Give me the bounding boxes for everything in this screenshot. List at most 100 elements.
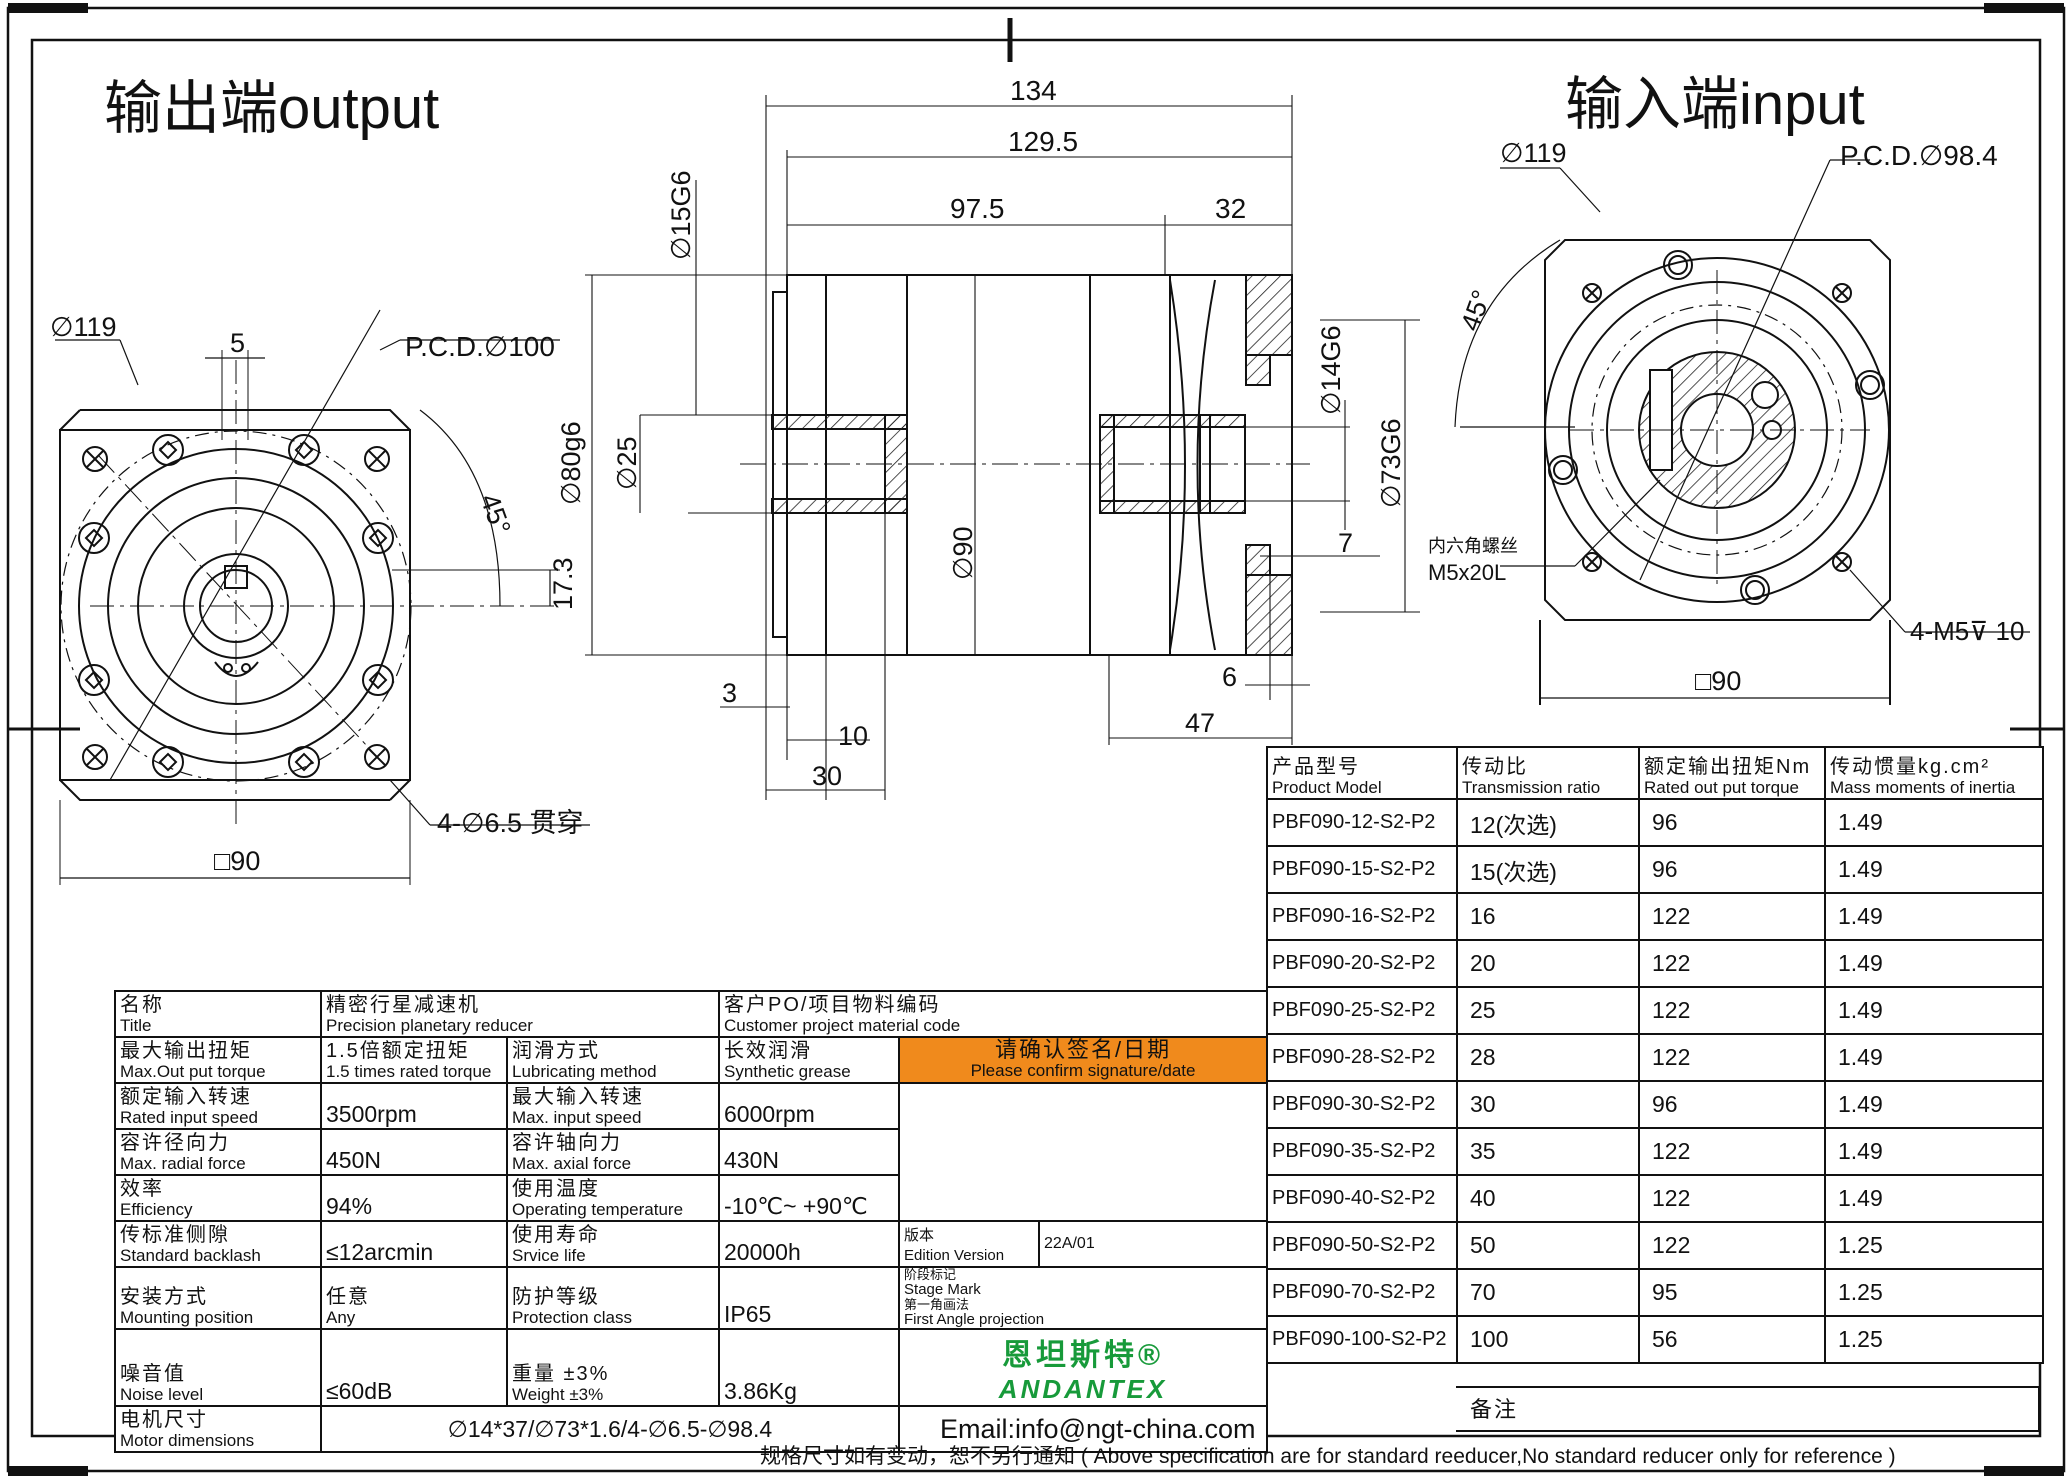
cell-inertia: 1.49	[1824, 845, 2044, 894]
output-key-width: 5	[230, 328, 245, 358]
dim-30: 30	[812, 761, 842, 791]
output-square: □90	[214, 846, 260, 876]
input-screw-spec: M5x20L	[1428, 560, 1506, 585]
cell-model: PBF090-50-S2-P2	[1266, 1221, 1458, 1270]
cell-model: PBF090-40-S2-P2	[1266, 1174, 1458, 1223]
cell-ratio: 28	[1456, 1033, 1640, 1082]
cell-inertia: 1.49	[1824, 1080, 2044, 1129]
cell-torque: 122	[1638, 1033, 1826, 1082]
signature-area	[898, 1082, 1269, 1222]
cell-model: PBF090-100-S2-P2	[1266, 1315, 1458, 1364]
output-dimensions: ∅119 5 P.C.D.∅100 45° 17.3 4-∅6.5 贯穿 □90	[50, 312, 584, 876]
cell-inertia: 1.49	[1824, 1174, 2044, 1223]
output-view	[55, 309, 590, 885]
input-pcd: P.C.D.∅98.4	[1840, 140, 1998, 171]
dim-3: 3	[722, 678, 737, 708]
output-dim-17-3: 17.3	[548, 557, 578, 610]
dim-phi15: ∅15G6	[666, 170, 696, 260]
input-square: □90	[1695, 666, 1741, 696]
dim-129-5: 129.5	[1008, 126, 1078, 157]
edition-value: 22A/01	[1038, 1220, 1269, 1268]
cell-model: PBF090-28-S2-P2	[1266, 1033, 1458, 1082]
output-view-title: 输出端output	[104, 76, 439, 141]
cell-inertia: 1.49	[1824, 1127, 2044, 1176]
cell-torque: 96	[1638, 845, 1826, 894]
input-view	[1454, 159, 2030, 705]
cell-inertia: 1.25	[1824, 1315, 2044, 1364]
cell-model: PBF090-35-S2-P2	[1266, 1127, 1458, 1176]
cell-model: PBF090-16-S2-P2	[1266, 892, 1458, 941]
dim-97-5: 97.5	[950, 193, 1005, 224]
company-logo: 恩坦斯特®ANDANTEX	[898, 1328, 1269, 1407]
cell-ratio: 25	[1456, 986, 1640, 1035]
cell-torque: 56	[1638, 1315, 1826, 1364]
dim-phi90: ∅90	[948, 526, 978, 580]
input-angle: 45°	[1455, 286, 1497, 335]
input-screw-cn: 内六角螺丝	[1428, 536, 1518, 556]
cell-model: PBF090-15-S2-P2	[1266, 845, 1458, 894]
remarks-cell: 备注	[1456, 1386, 2040, 1432]
cell-torque: 122	[1638, 1127, 1826, 1176]
input-phi119: ∅119	[1500, 138, 1567, 168]
cell-inertia: 1.25	[1824, 1221, 2044, 1270]
email[interactable]: Email:info@ngt-china.com	[898, 1405, 1269, 1453]
output-pcd: P.C.D.∅100	[405, 331, 555, 362]
cell-ratio: 100	[1456, 1315, 1640, 1364]
cell-ratio: 30	[1456, 1080, 1640, 1129]
cell-ratio: 50	[1456, 1221, 1640, 1270]
dim-phi14: ∅14G6	[1316, 325, 1346, 415]
cell-torque: 122	[1638, 892, 1826, 941]
side-dimensions: 134 129.5 97.5 32 ∅15G6 ∅80g6 ∅25 ∅90 ∅1…	[556, 75, 1406, 791]
dim-32: 32	[1215, 193, 1246, 224]
cell-torque: 96	[1638, 1080, 1826, 1129]
divider	[1266, 746, 1268, 1386]
cell-inertia: 1.49	[1824, 1033, 2044, 1082]
cell-torque: 122	[1638, 1221, 1826, 1270]
cell-model: PBF090-12-S2-P2	[1266, 798, 1458, 847]
dim-phi25: ∅25	[612, 436, 642, 490]
cell-model: PBF090-30-S2-P2	[1266, 1080, 1458, 1129]
input-dimensions: ∅119 P.C.D.∅98.4 45° 内六角螺丝 M5x20L 4-M5⊽ …	[1428, 138, 2024, 696]
cell-inertia: 1.25	[1824, 1268, 2044, 1317]
cell-ratio: 35	[1456, 1127, 1640, 1176]
cell-model: PBF090-20-S2-P2	[1266, 939, 1458, 988]
input-holes: 4-M5⊽ 10	[1910, 616, 2024, 646]
footer-note: 规格尺寸如有变动，恕不另行通知 ( Above specification ar…	[760, 1445, 1896, 1468]
input-view-title: 输入端input	[1565, 72, 1865, 137]
cell-ratio: 20	[1456, 939, 1640, 988]
cell-ratio: 12(次选)	[1456, 798, 1640, 847]
dim-10: 10	[838, 721, 868, 751]
stage-projection: 阶段标记 Stage Mark 第一角画法 First Angle projec…	[898, 1266, 1269, 1330]
cell-torque: 122	[1638, 986, 1826, 1035]
cell-model: PBF090-70-S2-P2	[1266, 1268, 1458, 1317]
cell-ratio: 15(次选)	[1456, 845, 1640, 894]
output-holes: 4-∅6.5 贯穿	[437, 808, 584, 838]
cell-inertia: 1.49	[1824, 939, 2044, 988]
dim-7: 7	[1338, 528, 1353, 558]
dim-134: 134	[1010, 75, 1057, 106]
cell-model: PBF090-25-S2-P2	[1266, 986, 1458, 1035]
